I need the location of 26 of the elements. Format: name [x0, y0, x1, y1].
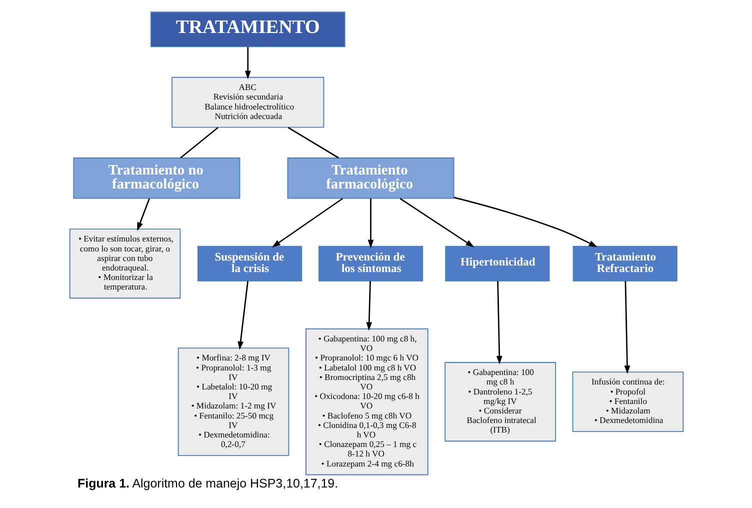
node-box: • Morfina: 2-8 mg IV • Propranolol: 1-3 mg IV • Labetalol: 10-20 mg IV • Midazolam: 1-2 mg IV • Fentanilo: 25-50 mcg IV • Dexmedetomidina: 0,2-0,7 [177, 348, 289, 456]
node-box: • Gabapentina: 100 mg c8 h • Dantroleno 1-2,5 mg/kg IV • Considerar Baclofeno intratecal (ITB) [444, 362, 556, 442]
arrow [366, 280, 372, 331]
arrow [136, 198, 150, 231]
node-box: Tratamiento no farmacológico [72, 158, 240, 199]
connector [287, 126, 338, 158]
node-box: Prevención de los síntomas [318, 246, 423, 282]
arrow [244, 46, 250, 80]
node-box: • Gabapentina: 100 mg c8 h, VO • Propranolol: 10 mgc 6 h VO • Labetalol 100 mg c8 h VO • Bromocriptina 2,5 mg c8h VO • Oxicodona: 10-20 mg c6-8 h VO • Baclofeno 5 mg c8h VO • Clonidina 0,1-0,3 mg C6-8 h VO • Clonazepam 0,25 – 1 mg c 8-12 h VO • Lorazepam 2-4 mg c6-8h [304, 328, 428, 476]
arrow [367, 198, 374, 248]
arrow [271, 198, 343, 248]
connector [180, 126, 218, 158]
arrow [496, 280, 502, 364]
arrow [237, 280, 248, 350]
caption: Figura 1. Algoritmo de manejo HSP3,10,17,19. [77, 476, 338, 491]
node-box: Tratamiento farmacológico [286, 158, 454, 199]
node-box: • Evitar estímulos externos, como lo son tocar, girar, o aspirar con tubo endotraqueal. • Monitorizar la temperatura. [68, 228, 180, 299]
node-box: Infusión continua de: • Propofol • Fentanilo • Midazolam • Dexmedetomidina [572, 372, 684, 432]
node-box: ABC Revisión secundaria Balance hidroelectrolítico Nutrición adecuada [171, 76, 324, 128]
node-box: Hipertonicidad [444, 246, 550, 282]
arrow [399, 198, 474, 248]
arrow [453, 196, 597, 248]
node-box: TRATAMIENTO [150, 12, 345, 48]
arrow [624, 280, 630, 374]
node-box: Tratamiento Refractario [572, 246, 677, 282]
node-box: Suspensión de la crisis [197, 246, 302, 282]
